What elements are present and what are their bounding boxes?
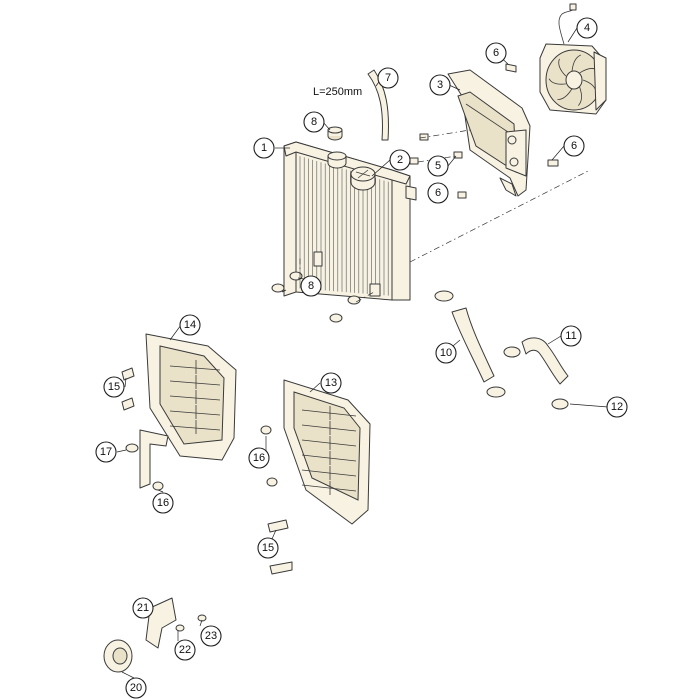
callout-11: 11 xyxy=(560,325,582,347)
fan-shroud-part xyxy=(447,69,531,197)
radiator-part xyxy=(283,141,417,301)
svg-text:1: 1 xyxy=(261,142,267,154)
callout-10: 10 xyxy=(435,342,457,364)
svg-text:7: 7 xyxy=(385,72,391,84)
svg-text:11: 11 xyxy=(565,330,576,342)
svg-text:21: 21 xyxy=(137,602,149,614)
callout-14: 14 xyxy=(179,314,201,336)
callout-12: 12 xyxy=(606,396,628,418)
callout-8: 8 xyxy=(300,275,322,297)
callout-23: 23 xyxy=(200,625,222,647)
callout-21: 21 xyxy=(132,597,154,619)
thermostat-housing-part xyxy=(350,166,376,191)
lower-hose-part xyxy=(434,290,506,398)
cooling-fan-part xyxy=(539,3,607,115)
svg-text:14: 14 xyxy=(184,319,196,331)
alignment-line xyxy=(355,291,375,303)
callout-6: 6 xyxy=(427,182,449,204)
svg-text:16: 16 xyxy=(157,497,169,509)
horn-part xyxy=(103,597,207,673)
callout-group: 1 2 3 4 5 6 6 6 7 8 8 10 11 12 13 14 15 … xyxy=(95,17,628,699)
callout-16: 16 xyxy=(152,492,174,514)
alignment-line xyxy=(419,129,471,139)
guard-screws xyxy=(121,367,293,575)
svg-text:17: 17 xyxy=(100,446,112,458)
svg-text:6: 6 xyxy=(493,47,499,59)
callout-22: 22 xyxy=(174,639,196,661)
svg-text:8: 8 xyxy=(311,116,317,128)
callout-4: 4 xyxy=(576,17,598,39)
left-radiator-guard-part xyxy=(145,333,237,461)
callout-16: 16 xyxy=(248,447,270,469)
bracket-part xyxy=(139,429,169,489)
callout-17: 17 xyxy=(95,441,117,463)
svg-text:8: 8 xyxy=(308,280,314,292)
svg-text:5: 5 xyxy=(435,160,441,172)
radiator-nuts xyxy=(271,271,361,323)
svg-text:4: 4 xyxy=(584,22,590,34)
svg-text:15: 15 xyxy=(108,381,120,393)
svg-text:22: 22 xyxy=(179,644,191,656)
callout-1: 1 xyxy=(253,137,275,159)
callout-2: 2 xyxy=(389,149,411,171)
callout-15: 15 xyxy=(257,537,279,559)
svg-text:12: 12 xyxy=(611,401,623,413)
svg-text:6: 6 xyxy=(435,187,441,199)
callout-5: 5 xyxy=(427,155,449,177)
callout-20: 20 xyxy=(125,677,147,699)
callout-6: 6 xyxy=(563,135,585,157)
right-radiator-guard-part xyxy=(283,379,371,525)
callout-13: 13 xyxy=(320,372,342,394)
svg-text:15: 15 xyxy=(262,542,274,554)
callout-6: 6 xyxy=(485,42,507,64)
svg-text:3: 3 xyxy=(437,79,443,91)
svg-text:13: 13 xyxy=(325,377,337,389)
callout-3: 3 xyxy=(429,74,451,96)
callout-7: 7 xyxy=(377,67,399,89)
callout-15: 15 xyxy=(103,376,125,398)
hose-length-label: L=250mm xyxy=(313,86,362,98)
radiator-cap-part xyxy=(327,126,343,141)
svg-text:6: 6 xyxy=(571,140,577,152)
callout-8: 8 xyxy=(303,111,325,133)
svg-text:23: 23 xyxy=(205,630,217,642)
svg-text:10: 10 xyxy=(440,347,452,359)
svg-text:2: 2 xyxy=(397,154,403,166)
svg-text:20: 20 xyxy=(130,682,142,694)
upper-hose-part xyxy=(503,337,569,410)
svg-text:16: 16 xyxy=(253,452,265,464)
